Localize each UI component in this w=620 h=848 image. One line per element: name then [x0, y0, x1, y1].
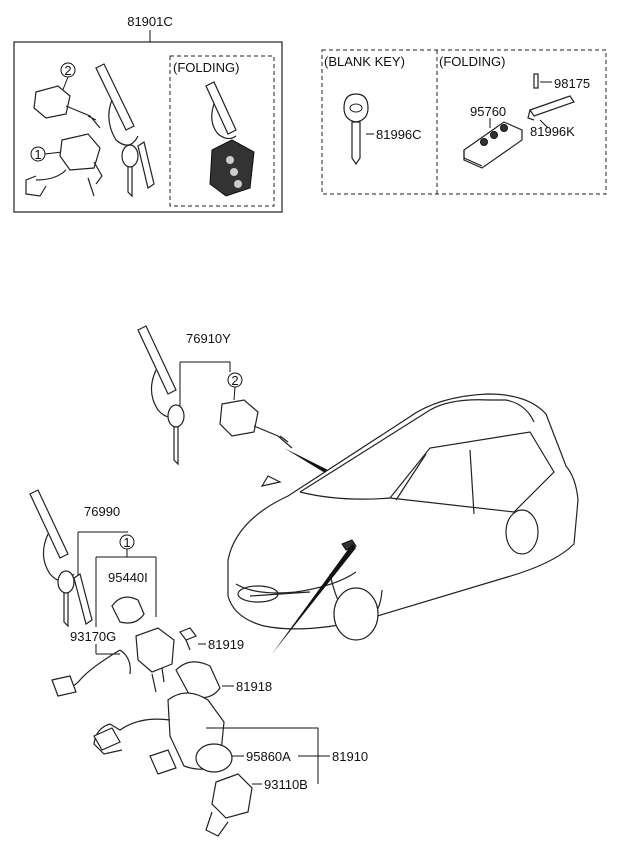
- label-76910y: 76910Y: [186, 331, 231, 346]
- callout-1-low: 1: [119, 534, 135, 550]
- blank-key: [343, 93, 369, 166]
- folding-key-top: [205, 81, 255, 197]
- ignition-group: 76990 1 95440I 93170G: [29, 489, 368, 837]
- bulb-81919: [179, 627, 197, 651]
- callout-2-mid: 2: [227, 372, 243, 388]
- label-81996c: 81996C: [376, 127, 422, 142]
- svg-text:2: 2: [231, 373, 238, 388]
- label-blank-key: (BLANK KEY): [324, 54, 405, 69]
- label-81918: 81918: [236, 679, 272, 694]
- kit-box-81901c: 81901C (FOLDING) 2 1: [13, 14, 283, 213]
- folding-subbox: [169, 55, 275, 207]
- door-lock-cylinder-small: [33, 85, 101, 129]
- door-lock-group: 76910Y 2: [137, 325, 344, 482]
- folding-remote: [463, 121, 523, 169]
- label-folding-1: (FOLDING): [173, 60, 239, 75]
- svg-text:1: 1: [123, 535, 130, 550]
- fold-key-blade: [527, 95, 575, 121]
- label-81910: 81910: [332, 749, 368, 764]
- callout-2-top: 2: [60, 62, 76, 78]
- ignition-lock-body: [135, 627, 175, 693]
- ignition-lock-assembly: [93, 692, 233, 775]
- label-folding-2: (FOLDING): [439, 54, 505, 69]
- door-lock-cylinder: [219, 399, 293, 449]
- label-98175: 98175: [554, 76, 590, 91]
- ignition-key: [29, 489, 93, 628]
- label-81996k: 81996K: [530, 124, 575, 139]
- key-box-right: (BLANK KEY) (FOLDING) 81996C 95760 98175: [321, 49, 607, 195]
- ignition-switch-small: [25, 133, 103, 197]
- bracket-81918: [175, 661, 221, 699]
- label-76990: 76990: [84, 504, 120, 519]
- car-illustration: [227, 393, 579, 641]
- label-81919: 81919: [208, 637, 244, 652]
- label-95760: 95760: [470, 104, 506, 119]
- door-key: [137, 325, 185, 466]
- callout-1-top: 1: [30, 146, 46, 162]
- svg-text:1: 1: [34, 147, 41, 162]
- pin-98175: [533, 73, 539, 89]
- label-93170g: 93170G: [70, 629, 116, 644]
- key-with-tag-top: [95, 63, 155, 198]
- label-95440i: 95440I: [108, 570, 148, 585]
- label-95860a: 95860A: [246, 749, 291, 764]
- label-93110b: 93110B: [264, 777, 308, 792]
- label-81901c: 81901C: [127, 14, 173, 29]
- lock-cover: [111, 596, 145, 624]
- ignition-switch-93110b: [205, 773, 253, 837]
- pointer-ignition: [272, 544, 356, 654]
- svg-text:2: 2: [64, 63, 71, 78]
- illumination-harness: [51, 649, 131, 697]
